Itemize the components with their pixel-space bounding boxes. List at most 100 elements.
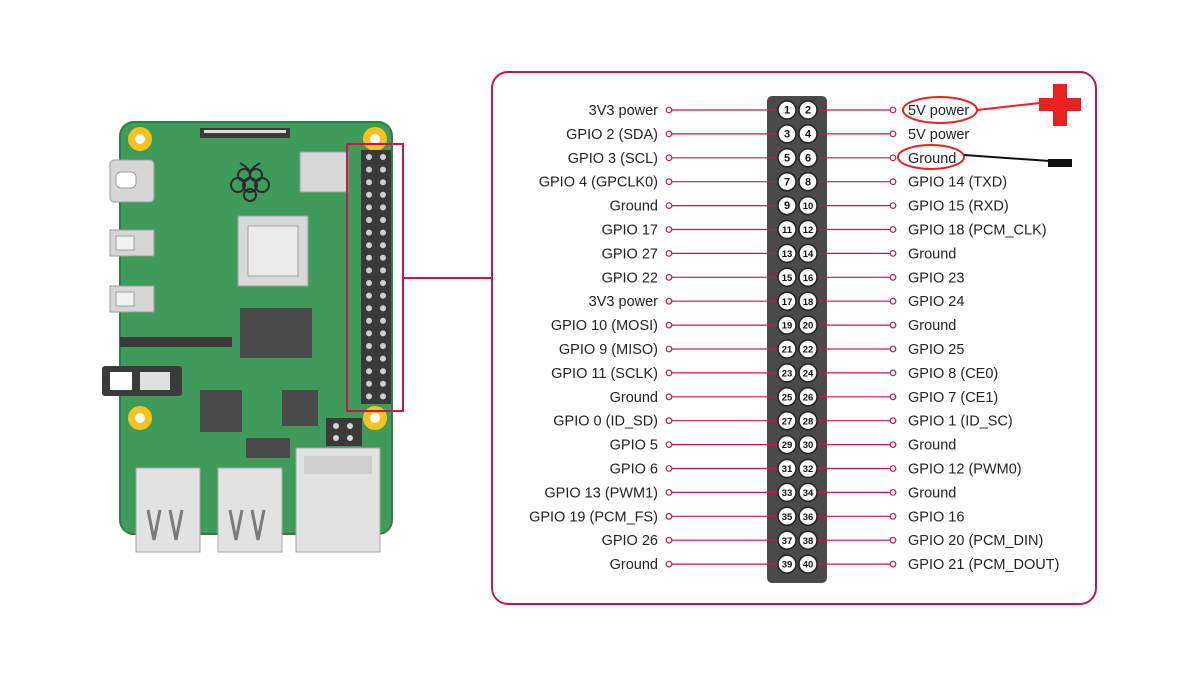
board-header-pin	[380, 154, 386, 160]
right-leader-dot	[889, 249, 897, 257]
board-header-pin	[366, 204, 372, 211]
right-pin-label: 5V power	[908, 103, 969, 119]
pin-number: 23	[782, 369, 793, 380]
pin-number: 16	[803, 273, 814, 284]
pin-circle	[798, 434, 818, 455]
pin-number: 39	[782, 560, 793, 571]
left-pin-label: GPIO 13 (PWM1)	[544, 485, 658, 501]
mounting-hole	[128, 127, 152, 151]
poe-header	[326, 418, 362, 446]
left-leader-dot	[665, 489, 673, 496]
positive-leader-line	[976, 102, 1041, 111]
left-leader-dot	[665, 202, 673, 210]
pin-circle	[798, 291, 818, 311]
pin-number: 22	[803, 345, 814, 356]
pin-circle	[777, 387, 797, 407]
right-leader-dot	[889, 369, 897, 377]
board-header-pin	[366, 254, 372, 261]
left-pin-label: Ground	[610, 557, 658, 573]
board-header-pin	[380, 166, 386, 173]
board-header-pin	[380, 330, 386, 337]
right-pin-label: GPIO 25	[908, 342, 964, 358]
right-leader-dot	[889, 297, 897, 305]
pin-number: 30	[803, 440, 814, 451]
left-pin-label: GPIO 9 (MISO)	[559, 342, 658, 358]
pin-circle	[798, 482, 818, 503]
left-pin-label: GPIO 3 (SCL)	[568, 151, 658, 167]
right-pin-label: GPIO 16	[908, 509, 964, 525]
right-leader-dot	[889, 441, 897, 449]
pin-number: 6	[805, 152, 811, 164]
pin-circle	[777, 195, 797, 216]
board-header-pin	[380, 355, 386, 362]
usb-c-port	[109, 159, 155, 203]
pin-number: 28	[803, 416, 814, 427]
right-pin-label: GPIO 1 (ID_SC)	[908, 414, 1013, 430]
right-leader-dot	[889, 465, 897, 472]
left-pin-label: GPIO 19 (PCM_FS)	[529, 509, 658, 525]
board-header-pin	[380, 292, 386, 299]
mounting-hole	[128, 406, 152, 430]
left-leader-dot	[665, 465, 673, 472]
board-header-pin	[366, 317, 372, 324]
audio-jack	[102, 366, 182, 396]
board-header-pin	[380, 191, 386, 198]
pin-circle	[777, 291, 797, 311]
usb-controller-chip	[200, 390, 242, 432]
board-header-pin	[366, 292, 372, 299]
board-header-pin	[380, 368, 386, 375]
pin-number: 31	[782, 464, 793, 475]
right-pin-label: GPIO 15 (RXD)	[908, 199, 1009, 215]
mounting-hole	[363, 127, 387, 151]
pin-circle	[798, 315, 818, 335]
camera-connector	[120, 337, 232, 347]
board-header-pin	[366, 330, 372, 337]
ethernet-controller-chip	[282, 390, 318, 426]
pin-number: 37	[782, 536, 793, 547]
right-pin-label: GPIO 12 (PWM0)	[908, 462, 1022, 478]
board-header-pin	[366, 393, 372, 400]
board-header-pin	[366, 166, 372, 173]
board-header-pin	[380, 317, 386, 324]
left-leader-dot	[665, 321, 673, 329]
positive-symbol-icon	[1039, 84, 1081, 126]
left-pin-label: Ground	[610, 199, 658, 215]
left-leader-dot	[665, 226, 673, 233]
left-leader-dot	[665, 393, 673, 401]
right-leader-dot	[889, 202, 897, 210]
annotation-circle-pin-6	[897, 144, 965, 170]
right-leader-dot	[889, 106, 897, 114]
board-header-pin	[366, 179, 372, 186]
left-leader-dot	[665, 560, 673, 568]
pin-number: 1	[784, 105, 790, 117]
left-pin-label: GPIO 22	[602, 270, 658, 286]
pin-number: 36	[803, 512, 814, 523]
board-header-pin	[380, 280, 386, 286]
pin-circle	[777, 219, 797, 240]
left-pin-label: GPIO 5	[610, 438, 658, 454]
left-leader-dot	[665, 345, 673, 353]
pin-circle	[798, 243, 818, 264]
pin-circle	[777, 243, 797, 264]
pin-number: 12	[803, 225, 814, 236]
left-leader-dot	[665, 512, 673, 520]
left-leader-dot	[665, 178, 673, 186]
ram-chip	[240, 308, 312, 358]
left-leader-dot	[665, 441, 673, 449]
pin-circle	[777, 100, 797, 120]
left-leader-dot	[665, 417, 673, 425]
left-leader-dot	[665, 273, 673, 281]
